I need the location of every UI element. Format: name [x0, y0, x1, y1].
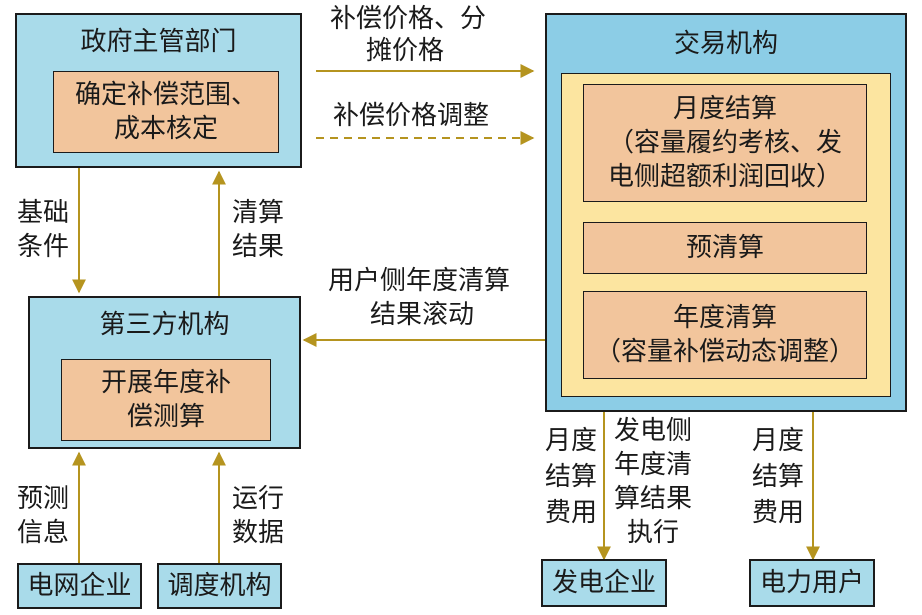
label-run-line1: 运行	[232, 484, 285, 514]
grid-company-box: 电网企业	[17, 563, 142, 609]
label-gen-fee-line1: 月度	[545, 426, 598, 456]
label-user-fee-line1: 月度	[752, 426, 805, 456]
label-price-line2: 摊价格	[366, 36, 445, 66]
label-gen-fee-line3: 费用	[545, 498, 598, 528]
gov-inner-line1: 确定补偿范围、	[74, 80, 257, 110]
label-roll-line1: 用户侧年度清算	[328, 266, 511, 296]
gen-company-label: 发电企业	[551, 568, 656, 598]
label-forecast-line1: 预测	[17, 484, 70, 514]
label-gen-exec-line1: 发电侧	[614, 416, 693, 446]
grid-company-label: 电网企业	[27, 571, 132, 601]
gov-inner-box: 确定补偿范围、 成本核定	[53, 71, 279, 153]
power-user-label: 电力用户	[759, 568, 864, 598]
gov-box: 政府主管部门 确定补偿范围、 成本核定	[15, 13, 302, 168]
pre-settlement-label: 预清算	[685, 233, 764, 263]
gov-inner-line2: 成本核定	[113, 114, 218, 144]
label-gen-exec-line2: 年度清	[614, 450, 693, 480]
label-result-line2: 结果	[232, 232, 285, 262]
third-box: 第三方机构 开展年度补 偿测算	[28, 296, 301, 449]
label-forecast-line2: 信息	[17, 518, 70, 548]
annual-settlement-box: 年度清算 （容量补偿动态调整）	[583, 291, 867, 379]
annual-line2: （容量补偿动态调整）	[594, 337, 855, 367]
label-result-line1: 清算	[232, 198, 285, 228]
gov-title: 政府主管部门	[80, 27, 237, 57]
third-inner-line2: 偿测算	[126, 402, 205, 432]
label-basic-line2: 条件	[17, 232, 70, 262]
label-gen-fee-line2: 结算	[545, 462, 598, 492]
annual-line1: 年度清算	[672, 303, 777, 333]
dispatch-box: 调度机构	[157, 563, 282, 609]
pre-settlement-box: 预清算	[583, 222, 867, 274]
label-price-line1: 补偿价格、分	[330, 4, 487, 34]
monthly-settlement-box: 月度结算 （容量履约考核、发 电侧超额利润回收）	[583, 84, 867, 202]
label-adjust: 补偿价格调整	[333, 101, 490, 131]
monthly-line1: 月度结算	[672, 94, 777, 124]
label-gen-exec-line4: 执行	[627, 518, 680, 548]
third-inner-box: 开展年度补 偿测算	[61, 359, 271, 441]
monthly-line2: （容量履约考核、发	[607, 128, 842, 158]
label-roll-line2: 结果滚动	[370, 300, 475, 330]
gen-company-box: 发电企业	[541, 559, 667, 607]
label-user-fee-line3: 费用	[752, 498, 805, 528]
label-basic-line1: 基础	[17, 198, 70, 228]
power-user-box: 电力用户	[749, 559, 875, 607]
label-gen-exec-line3: 算结果	[614, 484, 693, 514]
label-user-fee-line2: 结算	[752, 462, 805, 492]
label-run-line2: 数据	[232, 518, 285, 548]
dispatch-label: 调度机构	[167, 571, 272, 601]
monthly-line3: 电侧超额利润回收）	[607, 162, 842, 192]
exchange-box: 交易机构 月度结算 （容量履约考核、发 电侧超额利润回收） 预清算 年度清算 （…	[545, 13, 907, 412]
third-inner-line1: 开展年度补	[100, 368, 231, 398]
third-title: 第三方机构	[99, 310, 230, 340]
exchange-title: 交易机构	[673, 29, 778, 59]
exchange-inner-box: 月度结算 （容量履约考核、发 电侧超额利润回收） 预清算 年度清算 （容量补偿动…	[561, 73, 891, 397]
